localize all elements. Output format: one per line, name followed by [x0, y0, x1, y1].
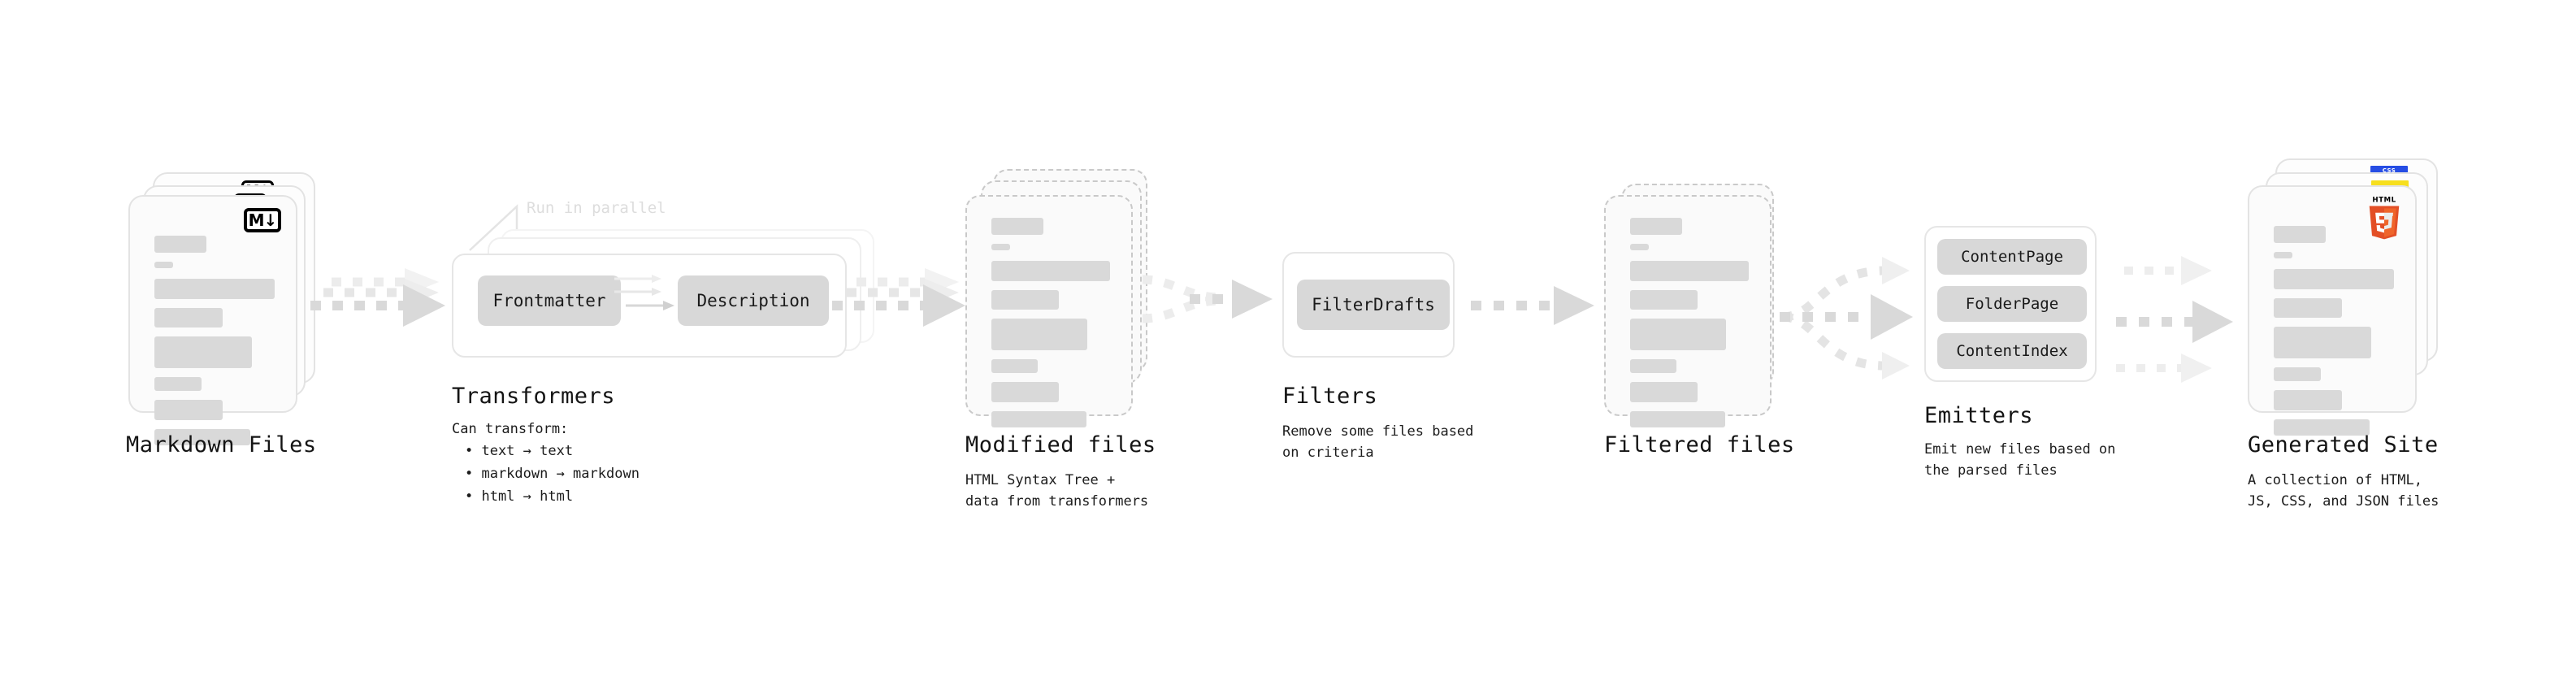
- markdown-card-front[interactable]: M↓: [128, 195, 297, 445]
- transformer-internal-arrows: [614, 275, 674, 310]
- filtered-card-front[interactable]: [1604, 195, 1772, 427]
- generated-site-subtitle: A collection of HTML, JS, CSS, and JSON …: [2248, 472, 2439, 510]
- emitters-chip-contentpage[interactable]: ContentPage: [1937, 239, 2087, 275]
- svg-text:HTML: HTML: [2372, 197, 2396, 205]
- filtered-files-title: Filtered files: [1604, 432, 1795, 458]
- transformers-bullet-1: • markdown → markdown: [465, 466, 640, 482]
- modified-card-front[interactable]: [965, 195, 1133, 427]
- transformer-chip-frontmatter[interactable]: Frontmatter: [478, 275, 621, 326]
- arrow-markdown-to-transformers: [310, 268, 445, 327]
- emitters-title: Emitters: [1924, 403, 2034, 428]
- modified-files-title: Modified files: [965, 432, 1156, 458]
- markdown-skeleton: [154, 236, 275, 454]
- emitters-chip-folderpage[interactable]: FolderPage: [1937, 286, 2087, 322]
- run-in-parallel-label: Run in parallel: [527, 199, 666, 217]
- filtered-skeleton: [1630, 218, 1749, 436]
- site-skeleton: [2274, 226, 2394, 445]
- modified-skeleton: [991, 218, 1110, 436]
- filters-title: Filters: [1282, 384, 1378, 409]
- arrow-modified-to-filters: [1142, 275, 1273, 323]
- transformers-title: Transformers: [452, 384, 616, 409]
- transformer-chip-description[interactable]: Description: [678, 275, 829, 326]
- html5-badge-icon: HTML: [2369, 197, 2400, 240]
- transformers-subtitle: Can transform:: [452, 421, 569, 437]
- modified-files-subtitle: HTML Syntax Tree + data from transformer…: [965, 472, 1149, 510]
- emitters-chip-contentindex[interactable]: ContentIndex: [1937, 333, 2087, 369]
- arrow-filters-to-filtered: [1471, 286, 1594, 325]
- transformers-bullet-0: • text → text: [465, 443, 574, 459]
- arrow-emitters-to-site: [2116, 256, 2233, 383]
- site-card-front[interactable]: HTML: [2248, 185, 2417, 436]
- emitters-frame[interactable]: ContentPage FolderPage ContentIndex: [1924, 226, 2097, 382]
- run-in-parallel-bracket: [469, 204, 518, 251]
- arrow-transformers-to-modified: [832, 268, 965, 327]
- transformer-frame-front[interactable]: Frontmatter Description: [452, 254, 847, 358]
- markdown-files-title: Markdown Files: [126, 432, 317, 458]
- filters-frame[interactable]: FilterDrafts: [1282, 252, 1455, 358]
- generated-site-title: Generated Site: [2248, 432, 2439, 458]
- arrow-filtered-to-emitters: [1780, 257, 1913, 380]
- filters-subtitle: Remove some files based on criteria: [1282, 423, 1474, 462]
- filters-chip-filterdrafts[interactable]: FilterDrafts: [1297, 280, 1450, 330]
- transformers-bullet-2: • html → html: [465, 488, 574, 505]
- emitters-subtitle: Emit new files based on the parsed files: [1924, 441, 2116, 479]
- markdown-badge-icon: M↓: [244, 208, 281, 232]
